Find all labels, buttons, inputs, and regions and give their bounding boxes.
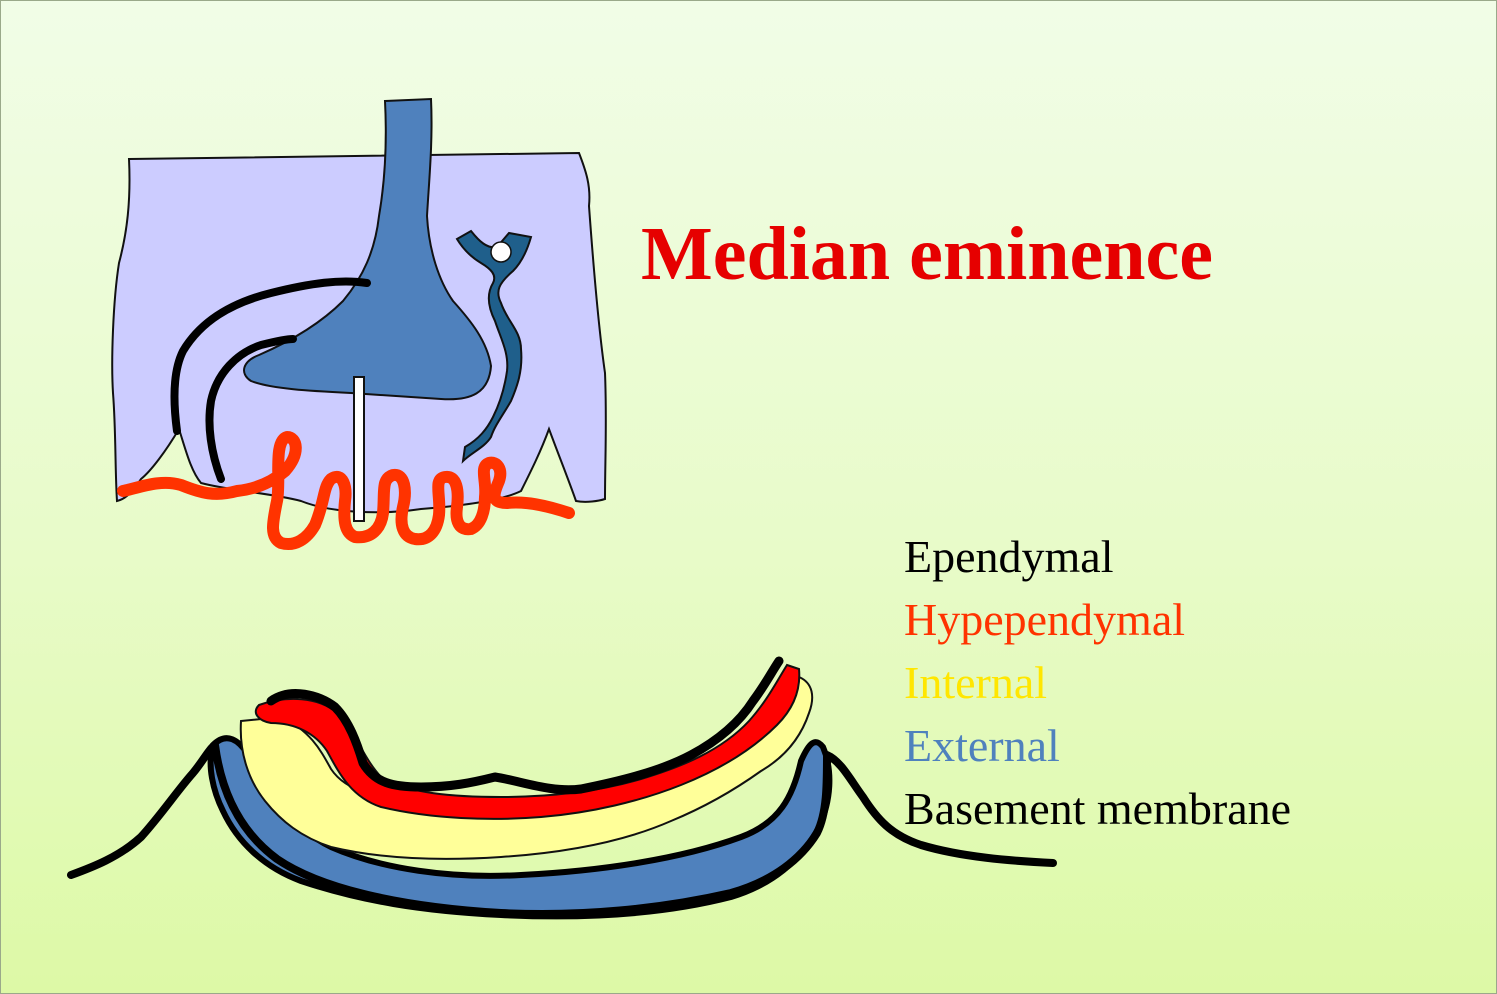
neuron-cell-body: [491, 242, 511, 262]
legend-item-external: External: [904, 714, 1291, 777]
diagram-title: Median eminence: [641, 206, 1213, 302]
tissue-schematic: [112, 99, 606, 544]
legend-item-internal: Internal: [904, 651, 1291, 714]
legend-item-hypependymal: Hypependymal: [904, 588, 1291, 651]
layer-legend: Ependymal Hypependymal Internal External…: [904, 525, 1291, 840]
legend-item-ependymal: Ependymal: [904, 525, 1291, 588]
legend-item-basement-membrane: Basement membrane: [904, 777, 1291, 840]
section-marker: [354, 377, 364, 521]
